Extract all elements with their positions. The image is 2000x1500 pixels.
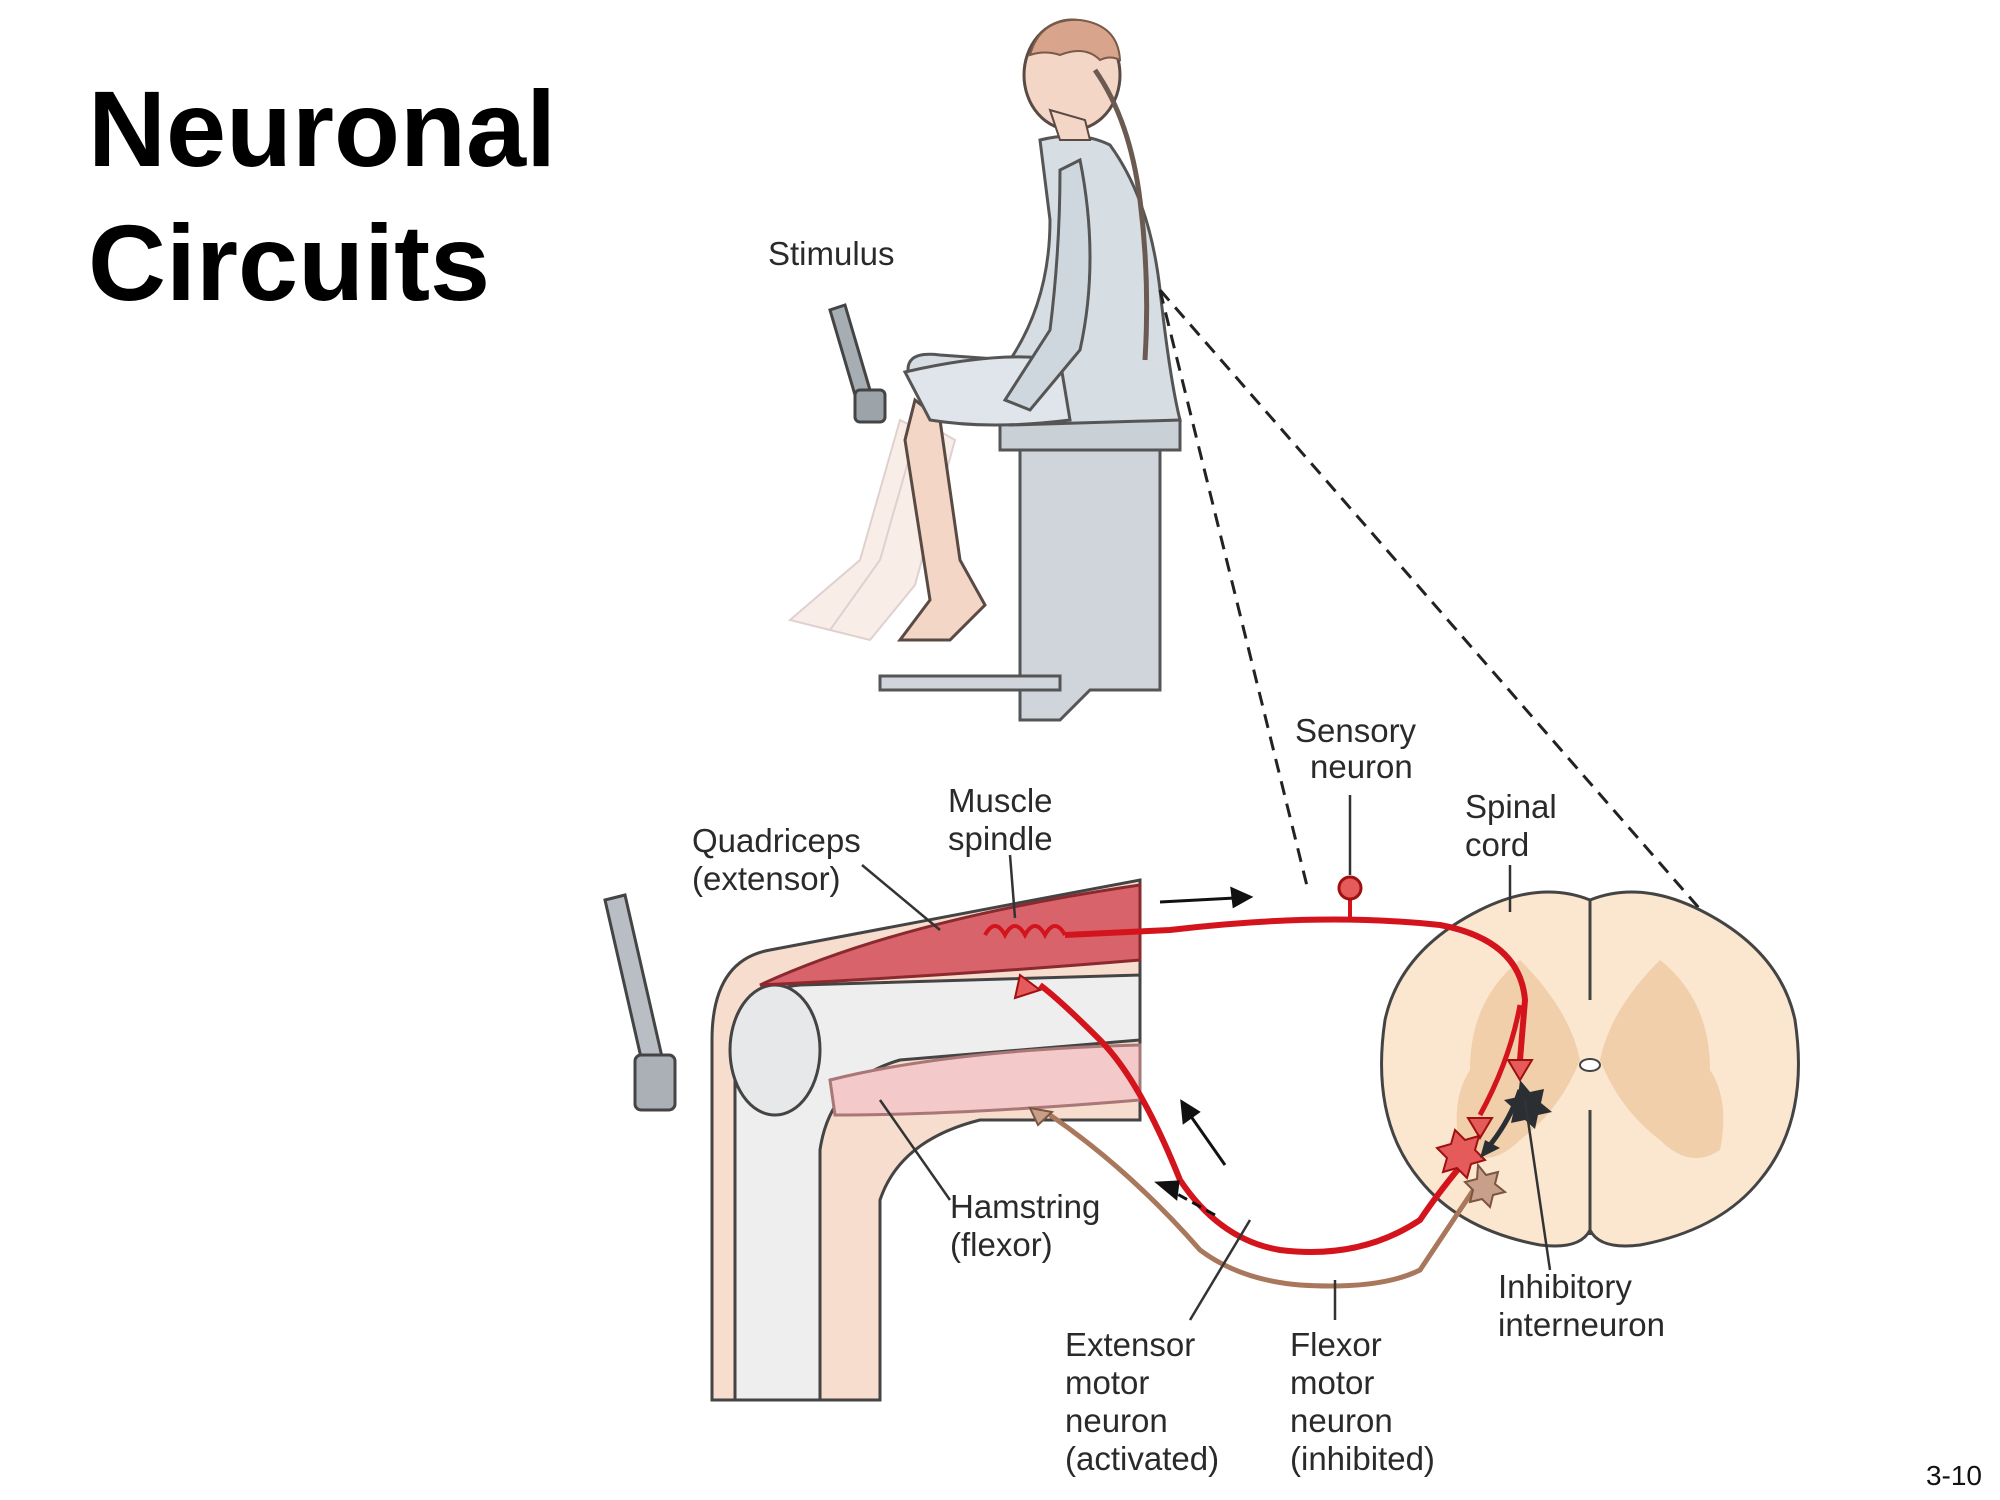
inhibitory-interneuron-label: Inhibitory interneuron — [1498, 1268, 1665, 1343]
extensor-motor-neuron-pathway — [1013, 973, 1487, 1255]
right-grey-matter — [1600, 960, 1724, 1158]
svg-text:motor: motor — [1065, 1364, 1149, 1401]
patella — [728, 983, 822, 1117]
muscle-spindle-label: Muscle spindle — [948, 782, 1053, 857]
central-canal — [1579, 1058, 1601, 1072]
svg-text:(flexor): (flexor) — [950, 1226, 1053, 1263]
svg-text:Muscle: Muscle — [948, 782, 1053, 819]
sensory-synapse-terminal — [1506, 1059, 1534, 1082]
svg-text:Extensor: Extensor — [1065, 1326, 1195, 1363]
svg-text:(inhibited): (inhibited) — [1290, 1440, 1435, 1477]
lower-leg — [897, 397, 987, 642]
svg-text:motor: motor — [1290, 1364, 1374, 1401]
flexor-motor-neuron-pathway — [1028, 1106, 1508, 1289]
svg-text:interneuron: interneuron — [1498, 1306, 1665, 1343]
reflex-hammer-bottom — [603, 893, 677, 1112]
svg-text:neuron: neuron — [1310, 748, 1413, 785]
svg-text:Flexor: Flexor — [1290, 1326, 1382, 1363]
svg-text:Hamstring: Hamstring — [950, 1188, 1100, 1225]
svg-text:Inhibitory: Inhibitory — [1498, 1268, 1632, 1305]
spine-line — [1092, 68, 1150, 361]
inhibitory-interneuron — [1480, 1080, 1552, 1158]
stimulus-label: Stimulus — [768, 235, 895, 272]
head — [1022, 18, 1122, 141]
title-line-2: Circuits — [88, 201, 491, 323]
svg-text:Sensory: Sensory — [1295, 712, 1417, 749]
page-number: 3-10 — [1925, 1460, 1982, 1491]
svg-text:(activated): (activated) — [1065, 1440, 1219, 1477]
extensor-neuromuscular-junction — [1013, 973, 1043, 1000]
sensory-neuron-label: Sensory neuron — [1295, 712, 1417, 785]
spinal-cord-label: Spinal cord — [1465, 788, 1557, 863]
slide-title: Neuronal Circuits — [88, 62, 556, 330]
extensor-motor-neuron-cell-body — [1435, 1128, 1487, 1180]
quadriceps-muscle — [759, 883, 1142, 987]
arm — [1002, 157, 1092, 412]
extensor-motor-neuron-label: Extensor motor neuron (activated) — [1065, 1326, 1219, 1477]
interneuron-cell-body — [1504, 1080, 1552, 1129]
spinal-cord-cross-section — [1380, 890, 1800, 1248]
signal-direction-arrows — [1154, 886, 1254, 1217]
muscle-spindle-coil — [983, 924, 1067, 940]
flexor-motor-neuron-cell-body — [1463, 1162, 1508, 1209]
svg-text:neuron: neuron — [1065, 1402, 1168, 1439]
svg-text:Spinal: Spinal — [1465, 788, 1557, 825]
sensory-neuron-cell-body — [1337, 875, 1363, 901]
knee-anatomy — [603, 878, 1142, 1402]
svg-text:cord: cord — [1465, 826, 1529, 863]
svg-text:spindle: spindle — [948, 820, 1053, 857]
hamstring-label: Hamstring (flexor) — [950, 1188, 1100, 1263]
zoom-guide-lines — [1158, 289, 1742, 956]
stool — [878, 418, 1182, 722]
reflex-hammer-top — [828, 303, 887, 424]
seated-person-illustration — [787, 18, 1182, 722]
quadriceps-label: Quadriceps (extensor) — [692, 822, 861, 897]
flexor-neuromuscular-junction — [1028, 1106, 1055, 1127]
title-line-1: Neuronal — [88, 68, 557, 189]
svg-text:neuron: neuron — [1290, 1402, 1393, 1439]
svg-text:(extensor): (extensor) — [692, 860, 841, 897]
sensory-neuron-pathway — [1064, 875, 1534, 1140]
label-leader-lines — [861, 795, 1552, 1321]
flexor-motor-neuron-label: Flexor motor neuron (inhibited) — [1290, 1326, 1435, 1477]
svg-text:Quadriceps: Quadriceps — [692, 822, 861, 859]
